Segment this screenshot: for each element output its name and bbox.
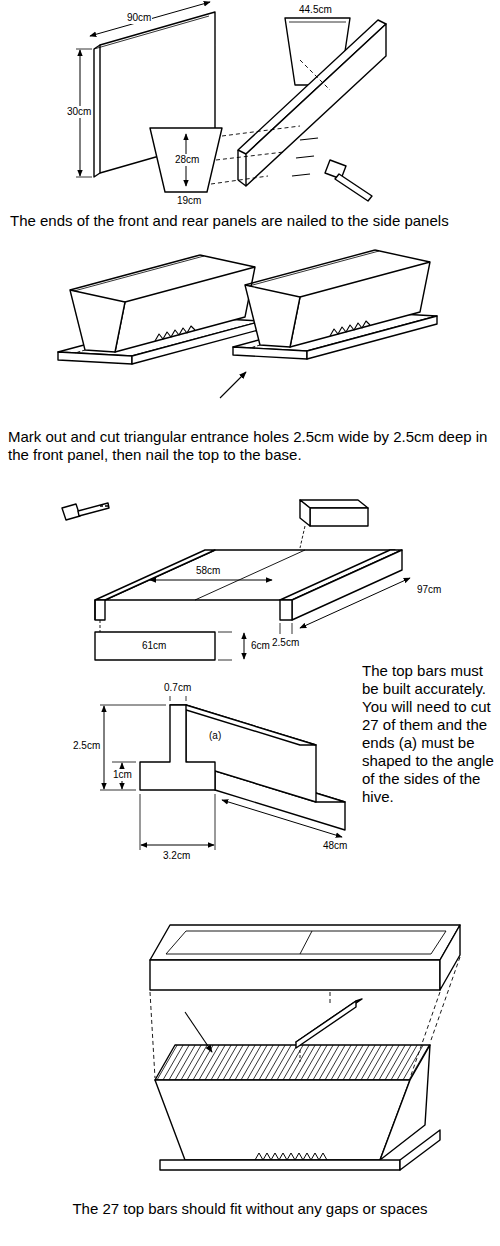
dimension-label: 61cm: [141, 640, 167, 652]
step-caption: The ends of the front and rear panels ar…: [10, 212, 490, 230]
dimension-label: 2.5cm: [72, 740, 101, 752]
dimension-label: 28cm: [174, 154, 200, 166]
instruction-note: The top bars must be built accurately. Y…: [362, 662, 494, 806]
lid-parts: [62, 500, 410, 660]
hammer: [325, 160, 372, 201]
dimension-label: 58cm: [195, 565, 221, 577]
dimension-label: 3.2cm: [162, 850, 191, 862]
top-bar: [100, 696, 345, 850]
callout-letter: (a): [208, 730, 222, 742]
assembled-hive: [150, 925, 460, 1170]
step-caption: The 27 top bars should fit without any g…: [10, 1200, 490, 1218]
step-caption: Mark out and cut triangular entrance hol…: [8, 428, 492, 464]
side-panels: [76, 2, 386, 201]
dimension-label: 0.7cm: [163, 682, 192, 694]
dimension-label: 44.5cm: [298, 4, 333, 16]
dimension-label: 19cm: [176, 195, 202, 207]
hive-body-on-base: [58, 250, 437, 398]
dimension-label: 90cm: [126, 12, 152, 24]
dimension-label: 30cm: [66, 106, 92, 118]
dimension-label: 97cm: [416, 584, 442, 596]
dimension-label: 48cm: [322, 840, 348, 852]
dimension-label: 1cm: [112, 769, 133, 781]
dimension-label: 2.5cm: [271, 637, 300, 649]
dimension-label: 6cm: [250, 640, 271, 652]
